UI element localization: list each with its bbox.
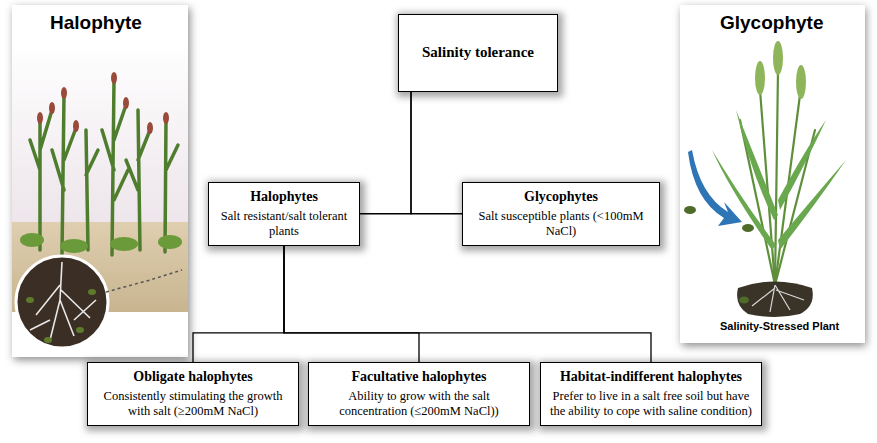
connector-line <box>284 246 651 363</box>
panel-title: Halophyte <box>50 12 142 34</box>
category-box: Habitat-indifferent halophytesPrefer to … <box>540 362 762 426</box>
panel-title: Glycophyte <box>720 12 823 34</box>
connector-line <box>360 92 411 214</box>
connector-line <box>411 92 462 214</box>
connector-line <box>193 246 284 363</box>
node-body: Ability to grow with the salt concentrat… <box>316 389 522 419</box>
category-box: Facultative halophytesAbility to grow wi… <box>308 362 530 426</box>
connector-line <box>284 246 419 363</box>
node-heading: Habitat-indifferent halophytes <box>548 368 754 386</box>
category-box: Salinity tolerance <box>398 14 558 92</box>
node-heading: Halophytes <box>216 188 352 206</box>
category-box: GlycophytesSalt susceptible plants (<100… <box>462 182 660 246</box>
category-box: HalophytesSalt resistant/salt tolerant p… <box>208 182 360 246</box>
glycophyte-panel <box>680 5 866 346</box>
category-box: Obligate halophytesConsistently stimulat… <box>87 362 299 426</box>
node-body: Salt susceptible plants (<100mM NaCl) <box>470 209 652 239</box>
node-body: Prefer to live in a salt free soil but h… <box>548 389 754 419</box>
node-heading: Salinity tolerance <box>422 43 534 62</box>
node-heading: Glycophytes <box>470 188 652 206</box>
node-heading: Facultative halophytes <box>316 368 522 386</box>
image-caption: Salinity-Stressed Plant <box>720 320 839 332</box>
node-body: Salt resistant/salt tolerant plants <box>216 209 352 239</box>
halophyte-panel <box>12 5 190 360</box>
node-body: Consistently stimulating the growth with… <box>95 389 291 419</box>
node-heading: Obligate halophytes <box>95 368 291 386</box>
